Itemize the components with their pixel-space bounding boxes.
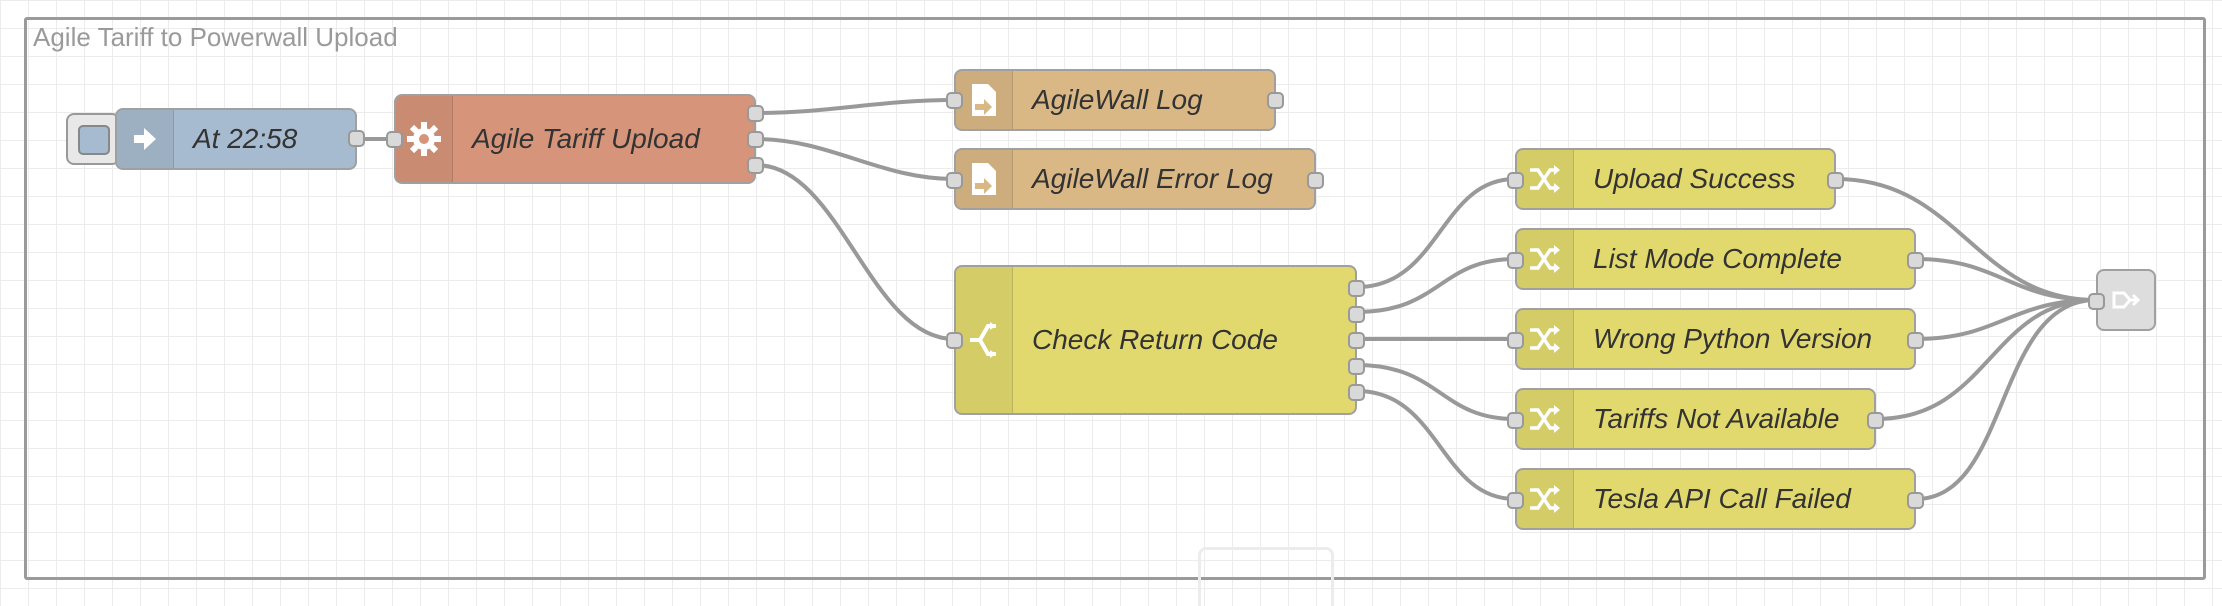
switch-icon (956, 267, 1013, 413)
output-port-1[interactable] (1348, 280, 1365, 297)
node-label: List Mode Complete (1593, 243, 1843, 274)
node-upload-success[interactable]: Upload Success (1507, 148, 1844, 210)
wire (755, 163, 955, 341)
wire (755, 98, 955, 115)
node-label: Tesla API Call Failed (1593, 483, 1851, 514)
node-label: At 22:58 (193, 123, 298, 154)
output-port[interactable] (348, 130, 365, 147)
node-agilewall-log[interactable]: AgileWall Log (946, 69, 1284, 131)
input-port[interactable] (386, 131, 403, 148)
output-port[interactable] (1907, 332, 1924, 349)
output-port[interactable] (1827, 172, 1844, 189)
wire (1915, 257, 2097, 302)
wire (1356, 257, 1516, 314)
node-inject[interactable]: At 22:58 (115, 108, 365, 170)
input-port[interactable] (2088, 293, 2105, 310)
wire (1915, 298, 2097, 501)
wire (1356, 363, 1516, 421)
watermark-shape (1198, 547, 1334, 606)
input-port[interactable] (946, 332, 963, 349)
node-exec[interactable]: Agile Tariff Upload (386, 94, 764, 184)
arrow-in-icon (117, 110, 174, 168)
output-port[interactable] (1907, 252, 1924, 269)
output-port-2[interactable] (1348, 306, 1365, 323)
input-port[interactable] (946, 92, 963, 109)
wire (1356, 389, 1516, 501)
wire (1875, 298, 2097, 421)
inject-button[interactable] (66, 113, 120, 165)
file-out-icon (956, 150, 1013, 208)
node-label: Tariffs Not Available (1593, 403, 1840, 434)
input-port[interactable] (1507, 172, 1524, 189)
shuffle-icon (1517, 390, 1574, 448)
node-label: Upload Success (1593, 163, 1796, 194)
output-port-2[interactable] (747, 131, 764, 148)
group-label: Agile Tariff to Powerwall Upload (33, 22, 398, 52)
input-port[interactable] (946, 172, 963, 189)
input-port[interactable] (1507, 252, 1524, 269)
input-port[interactable] (1507, 492, 1524, 509)
wire (1356, 177, 1516, 289)
shuffle-icon (1517, 470, 1574, 528)
shuffle-icon (1517, 230, 1574, 288)
input-port[interactable] (1507, 412, 1524, 429)
wire (755, 137, 955, 181)
gear-icon (396, 96, 453, 182)
output-port[interactable] (1867, 412, 1884, 429)
output-port-5[interactable] (1348, 384, 1365, 401)
node-link-out[interactable] (2088, 269, 2156, 331)
node-label: AgileWall Error Log (1032, 163, 1273, 194)
node-label: Agile Tariff Upload (472, 123, 700, 154)
shuffle-icon (1517, 310, 1574, 368)
node-tesla-api-call-failed[interactable]: Tesla API Call Failed (1507, 468, 1924, 530)
output-port[interactable] (1307, 172, 1324, 189)
output-port-1[interactable] (747, 105, 764, 122)
node-agilewall-error-log[interactable]: AgileWall Error Log (946, 148, 1324, 210)
shuffle-icon (1517, 150, 1574, 208)
output-port-3[interactable] (747, 157, 764, 174)
node-label: Check Return Code (1032, 324, 1278, 355)
output-port[interactable] (1907, 492, 1924, 509)
input-port[interactable] (1507, 332, 1524, 349)
node-label: Wrong Python Version (1593, 323, 1873, 354)
node-tariffs-not-available[interactable]: Tariffs Not Available (1507, 388, 1884, 450)
output-port-4[interactable] (1348, 358, 1365, 375)
flow-group[interactable] (24, 17, 2206, 580)
node-switch[interactable]: Check Return Code (946, 265, 1365, 415)
output-port[interactable] (1267, 92, 1284, 109)
output-port-3[interactable] (1348, 332, 1365, 349)
file-out-icon (956, 71, 1013, 129)
link-out-icon (2098, 271, 2154, 329)
node-wrong-python-version[interactable]: Wrong Python Version (1507, 308, 1924, 370)
node-list-mode-complete[interactable]: List Mode Complete (1507, 228, 1924, 290)
node-label: AgileWall Log (1032, 84, 1203, 115)
